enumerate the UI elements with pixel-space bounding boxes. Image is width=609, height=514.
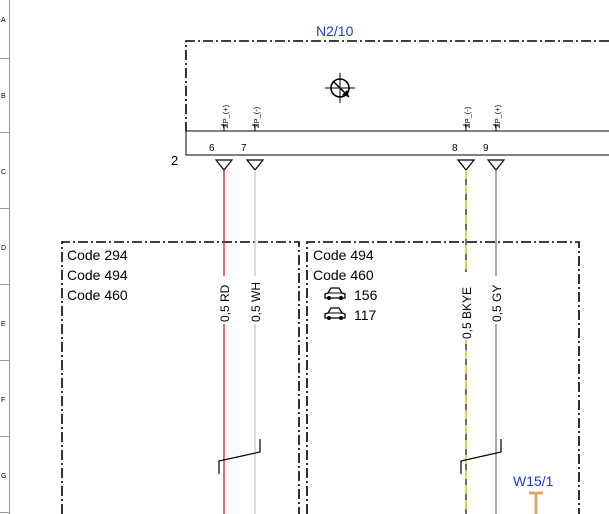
- pin-label: ZP_(-): [463, 106, 472, 128]
- row-label-f: F: [1, 397, 5, 404]
- row-label-b: B: [1, 93, 6, 100]
- pin-label: ZP_(+): [493, 104, 502, 128]
- pin-arrow-icon: [214, 159, 234, 171]
- pin-7[interactable]: 7 ZP_(-): [241, 106, 265, 171]
- pin-number: 8: [452, 143, 458, 154]
- pin-number: 6: [209, 143, 215, 154]
- row-label-c: C: [1, 169, 6, 176]
- pin-number: 7: [241, 143, 247, 154]
- component-n2-10[interactable]: N2/10 2: [171, 23, 609, 168]
- code-line: Code 494: [313, 247, 374, 263]
- code-box-left: Code 294 Code 494 Code 460: [61, 241, 300, 514]
- pin-6[interactable]: 6 ZP_(+): [209, 104, 234, 171]
- wire-label: 0,5 RD: [218, 284, 232, 322]
- pin-arrow-icon: [456, 159, 476, 171]
- ground-name: W15/1: [513, 473, 554, 489]
- code-line: Code 460: [67, 287, 128, 303]
- row-ruler: A B C D E F G: [0, 0, 10, 514]
- wire-rd[interactable]: 0,5 RD: [218, 170, 232, 514]
- twisted-pair-marker: [460, 439, 502, 474]
- pin-9[interactable]: 9 ZP_(+): [483, 104, 506, 171]
- code-line: Code 294: [67, 247, 128, 263]
- row-label-d: D: [1, 245, 6, 252]
- code-line: Code 494: [67, 267, 128, 283]
- wire-label: 0,5 BKYE: [460, 287, 474, 339]
- pin-arrow-icon: [486, 159, 506, 171]
- pin-label: ZP_(-): [252, 106, 261, 128]
- code-box-right: Code 494 Code 460 156 117: [306, 241, 580, 514]
- airbag-sensor-icon: [325, 73, 355, 103]
- ground-point-w15-1[interactable]: W15/1: [513, 473, 554, 514]
- pin-number: 9: [483, 143, 489, 154]
- vehicle-value: 117: [354, 307, 377, 323]
- wire-gy[interactable]: 0,5 GY: [490, 170, 504, 514]
- car-icon: [324, 307, 346, 320]
- wire-wh[interactable]: 0,5 WH: [249, 170, 263, 514]
- row-label-a: A: [1, 17, 6, 24]
- vehicle-value: 156: [354, 287, 378, 303]
- wire-bkye[interactable]: 0,5 BKYE: [460, 170, 474, 514]
- pin-label: ZP_(+): [221, 104, 230, 128]
- code-line: Code 460: [313, 267, 374, 283]
- wire-label: 0,5 GY: [490, 285, 504, 322]
- car-icon: [324, 287, 346, 300]
- pin-8[interactable]: 8 ZP_(-): [452, 106, 476, 171]
- connector-number: 2: [171, 153, 178, 168]
- row-label-g: G: [1, 473, 6, 480]
- twisted-pair-marker: [218, 439, 261, 474]
- pin-arrow-icon: [245, 159, 265, 171]
- component-name: N2/10: [316, 23, 354, 39]
- row-label-e: E: [1, 321, 6, 328]
- wire-label: 0,5 WH: [249, 282, 263, 322]
